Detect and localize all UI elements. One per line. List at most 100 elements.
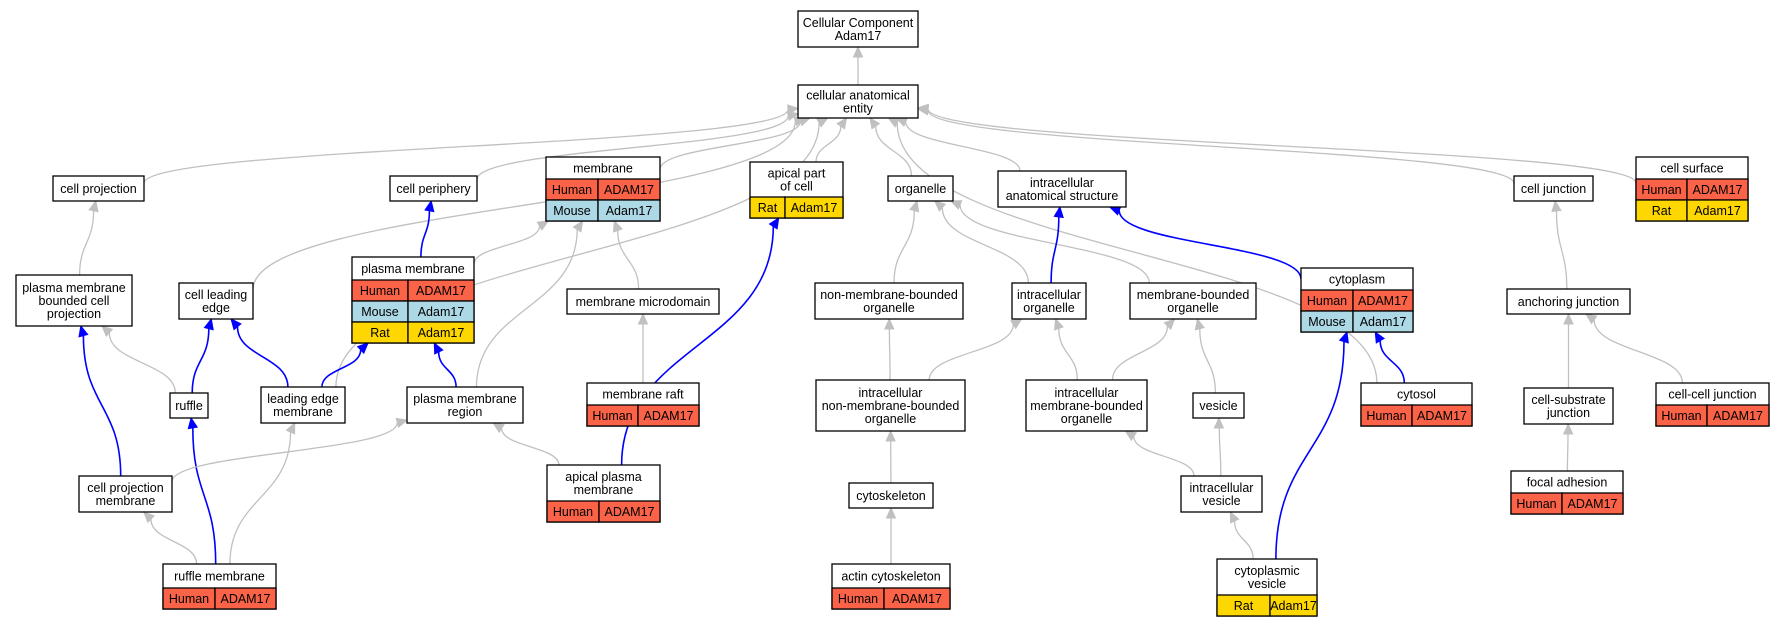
node-label: apical part — [768, 167, 826, 181]
edge-cpm-to-pmbcp — [78, 324, 122, 477]
edge-cyto-vesicle-to-ivesicle — [1229, 510, 1254, 560]
node-label: membrane — [573, 162, 633, 176]
species-label: Rat — [1652, 204, 1672, 218]
node-label: anchoring junction — [1518, 295, 1620, 309]
species-label: Human — [360, 284, 400, 298]
species-label: Human — [1641, 183, 1681, 197]
node-label: membrane — [574, 483, 634, 497]
edge-arrowhead — [1194, 317, 1205, 331]
species-row-mouse: Mouse Adam17 — [545, 199, 661, 222]
edge-cytoskeleton-to-inmbo — [885, 429, 896, 484]
edge-line — [815, 126, 842, 163]
node-box — [814, 282, 964, 320]
node-box — [1506, 288, 1631, 315]
gene-cell — [883, 587, 951, 610]
node-box — [178, 282, 254, 320]
gene-label: ADAM17 — [604, 183, 654, 197]
node-cell-proj: cell projection — [52, 175, 145, 202]
gene-label: Adam17 — [418, 305, 465, 319]
species-label: Rat — [1234, 599, 1254, 613]
node-label: plasma membrane — [361, 262, 465, 276]
gene-label: Adam17 — [1360, 315, 1407, 329]
node-box — [15, 274, 133, 327]
node-label: vesicle — [1199, 399, 1237, 413]
edge-ivesicle-to-imbo — [1124, 430, 1195, 477]
edge-vesicle-to-mbo — [1194, 317, 1217, 394]
edge-cae-to-cc-root — [852, 45, 864, 86]
edge-line — [252, 120, 797, 290]
edge-line — [171, 422, 398, 482]
node-label: cell projection — [87, 481, 163, 495]
edge-cytosol-to-cytoplasm — [1374, 330, 1406, 384]
edge-line — [1233, 520, 1254, 560]
node-box — [1011, 282, 1087, 320]
node-ruffle: ruffle — [169, 392, 209, 419]
node-label: membrane-bounded — [1137, 288, 1250, 302]
node-box — [52, 175, 145, 202]
node-mem-micro: membrane microdomain — [566, 288, 720, 315]
node-box — [887, 175, 954, 202]
edge-arrowhead — [1585, 313, 1598, 325]
edge-line — [191, 328, 210, 394]
node-box — [1180, 475, 1263, 513]
gene-label: Adam17 — [606, 204, 653, 218]
gene-label: ADAM17 — [1567, 497, 1617, 511]
edge-arrowhead — [1163, 318, 1176, 331]
species-label: Human — [1661, 409, 1701, 423]
species-label: Mouse — [361, 305, 399, 319]
edge-line — [1199, 328, 1217, 394]
edge-io-to-organelle — [933, 200, 1030, 284]
edge-arrowhead — [786, 110, 800, 122]
edge-cyto-vesicle-to-cytoplasm — [1275, 330, 1349, 560]
gene-label: ADAM17 — [220, 592, 270, 606]
gene-cell — [1706, 404, 1770, 427]
node-label: ruffle — [175, 399, 203, 413]
edge-arrowhead — [949, 200, 963, 210]
node-label: intracellular — [1030, 176, 1094, 190]
species-label: Mouse — [553, 204, 591, 218]
node-box — [169, 392, 209, 419]
edge-line — [143, 109, 789, 184]
edge-line — [1058, 328, 1078, 381]
edge-lem-to-cle — [230, 318, 289, 388]
edge-arrowhead — [356, 342, 369, 355]
edge-mem-micro-to-membrane — [612, 219, 640, 290]
edge-pm-to-membrane — [473, 220, 550, 265]
edge-line — [500, 428, 560, 466]
node-label: non-membrane-bounded — [820, 288, 958, 302]
edge-arrowhead — [433, 341, 444, 355]
edge-lem-to-pm — [321, 342, 369, 388]
edge-arrowhead — [1563, 312, 1574, 325]
node-label: cell projection — [60, 182, 136, 196]
gene-cell — [598, 500, 661, 523]
edge-arrowhead — [884, 317, 895, 330]
edge-nmbo-to-organelle — [893, 199, 920, 284]
edge-line — [321, 349, 362, 388]
edge-pmbcp-to-cell-proj — [78, 199, 99, 276]
edge-line — [1566, 433, 1569, 472]
edge-line — [893, 210, 915, 284]
edge-line — [229, 432, 292, 565]
edge-arrowhead — [1010, 318, 1023, 330]
edge-line — [1218, 427, 1222, 477]
node-vesicle: vesicle — [1192, 392, 1245, 419]
node-label: cell surface — [1660, 162, 1723, 176]
node-label: focal adhesion — [1527, 476, 1608, 490]
edge-line — [620, 226, 775, 466]
node-label: entity — [843, 102, 874, 116]
edge-anch-junction-to-cell-junction — [1551, 199, 1568, 290]
node-label: junction — [1546, 406, 1590, 420]
node-label: intracellular — [1190, 481, 1254, 495]
edge-line — [108, 332, 176, 394]
